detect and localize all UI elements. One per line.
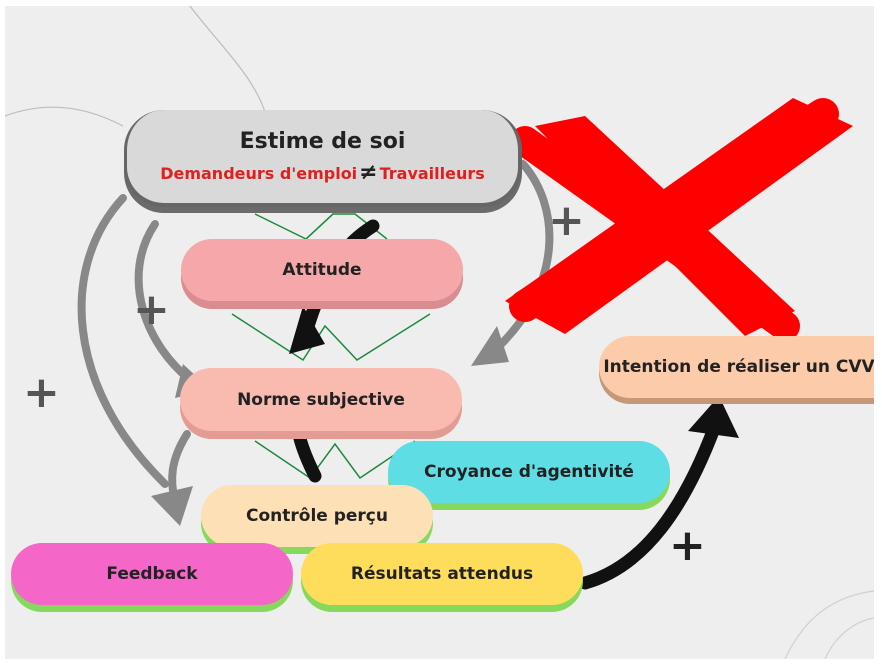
black-arrowhead-top [289, 306, 325, 354]
decorative-curve [784, 590, 874, 659]
decorative-curve [5, 106, 124, 127]
comparison-left: Demandeurs d'emploi [160, 163, 358, 183]
plus-sign: + [548, 195, 585, 246]
connectors-layer [5, 6, 874, 659]
not-equal-symbol: ≠ [359, 159, 378, 185]
feedback-node: Feedback [11, 543, 293, 605]
decorative-curve [189, 6, 268, 119]
plus-sign: + [133, 284, 170, 335]
estime-comparison: Demandeurs d'emploi≠Travailleurs [160, 160, 485, 185]
gray-arrows [77, 160, 554, 505]
red-cross-mark [505, 98, 853, 341]
black-arrowhead [688, 396, 739, 438]
comparison-right: Travailleurs [379, 163, 485, 183]
attitude-node: Attitude [181, 239, 463, 301]
diagram-canvas: + + + + Estime de soi Demandeurs d'emplo… [5, 6, 874, 659]
gray-arrowhead [151, 486, 193, 526]
croyance-agentivite-node: Croyance d'agentivité [388, 441, 670, 503]
controle-percu-node: Contrôle perçu [201, 485, 433, 547]
norme-subjective-node: Norme subjective [180, 368, 462, 431]
decorative-curve [824, 617, 874, 659]
plus-sign: + [669, 520, 706, 571]
estime-de-soi-node: Estime de soi Demandeurs d'emploi≠Travai… [124, 110, 522, 207]
resultats-attendus-node: Résultats attendus [301, 543, 583, 605]
gray-arrowhead [471, 326, 509, 366]
estime-title: Estime de soi [239, 128, 406, 154]
intention-cvv-node: Intention de réaliser un CVV [599, 336, 874, 398]
plus-sign: + [23, 367, 60, 418]
